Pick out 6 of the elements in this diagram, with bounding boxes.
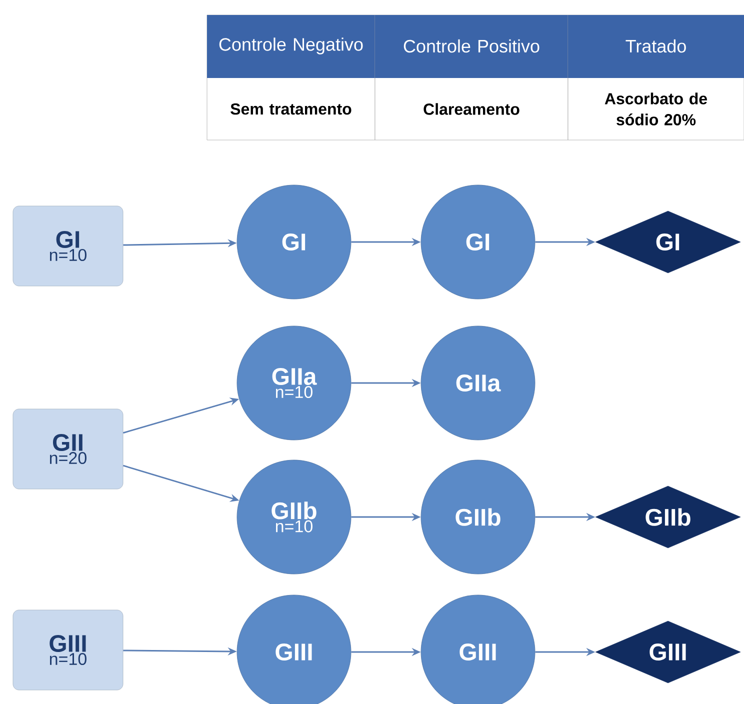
group-box: GI n=10 bbox=[12, 206, 124, 286]
group-box: GIII n=10 bbox=[12, 610, 124, 690]
column-header: Tratado Ascorbato de sódio 20% bbox=[568, 14, 744, 140]
group-box: GII n=20 bbox=[12, 408, 124, 490]
column-header: Controle Positivo Clareamento bbox=[374, 14, 568, 140]
column-header: Controle Negativo Sem tratamento bbox=[206, 14, 376, 140]
